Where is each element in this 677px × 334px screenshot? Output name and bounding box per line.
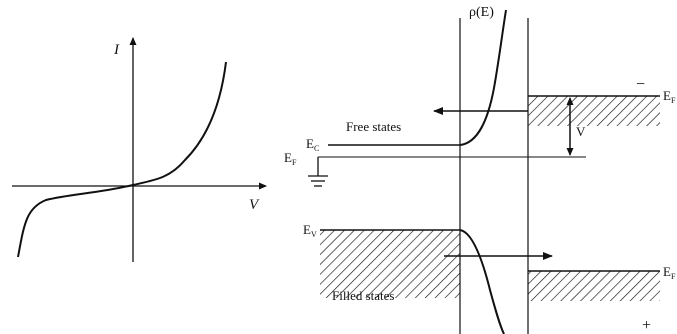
free-states-label: Free states: [346, 119, 401, 134]
iv-plot: I V: [12, 37, 267, 262]
fermi-right-top-label: EF: [663, 88, 676, 105]
filled-states-label: Filled states: [332, 288, 394, 303]
density-of-states-curve: [459, 9, 507, 146]
valence-edge-label: EV: [303, 222, 317, 239]
iv-x-axis-label: V: [249, 197, 260, 213]
band-diagram: ρ(E) Free states Filled states EC EF EV …: [284, 5, 676, 334]
right-electrode-top-hatch: [528, 96, 660, 126]
ground-symbol: [308, 157, 328, 187]
iv-y-axis-label: I: [113, 42, 120, 58]
fermi-right-bottom-label: EF: [663, 264, 676, 281]
valence-band-filled-hatch: [320, 230, 460, 298]
plus-sign: +: [642, 317, 651, 334]
conduction-edge-label: EC: [306, 136, 319, 153]
density-of-states-valence-curve: [459, 229, 505, 334]
iv-curve: [17, 61, 227, 258]
right-electrode-bottom-hatch: [528, 271, 660, 301]
bias-voltage-label: V: [576, 124, 586, 139]
minus-sign: −: [636, 76, 645, 93]
density-of-states-label: ρ(E): [469, 5, 494, 20]
fermi-left-label: EF: [284, 150, 297, 167]
